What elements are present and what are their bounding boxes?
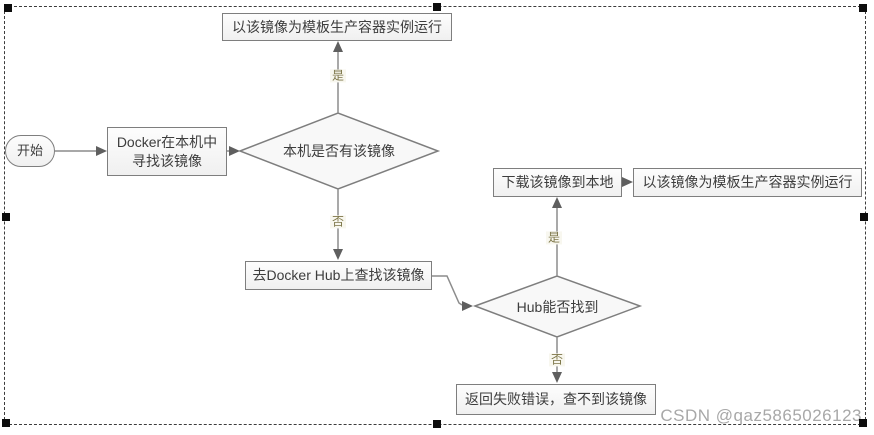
- connector-searchhub-to-hubdecision: [432, 275, 463, 306]
- edge-label-local-yes: 是: [329, 68, 347, 83]
- node-search-hub: 去Docker Hub上查找该镜像: [245, 261, 432, 290]
- arrowhead-local-yes: [333, 41, 343, 52]
- node-find-local: Docker在本机中寻找该镜像: [107, 127, 227, 176]
- node-run-instance-right: 以该镜像为模板生产容器实例运行: [633, 168, 862, 197]
- edge-label-hub-no: 否: [548, 352, 566, 367]
- node-run-instance-top: 以该镜像为模板生产容器实例运行: [222, 13, 452, 41]
- arrowhead-hub-no: [552, 372, 562, 383]
- edge-label-hub-yes: 是: [545, 230, 563, 245]
- edge-label-local-no: 否: [329, 214, 347, 229]
- node-start: 开始: [5, 135, 55, 167]
- arrowhead-hub-yes: [552, 197, 562, 208]
- selection-handle-top-middle[interactable]: [433, 3, 441, 11]
- selection-handle-bottom-left[interactable]: [2, 419, 10, 427]
- arrowhead-find-to-decision: [229, 146, 240, 156]
- arrowhead-searchhub-to-hubdecision: [462, 301, 473, 311]
- node-download-image: 下载该镜像到本地: [493, 168, 622, 197]
- csdn-watermark: CSDN @qaz5865026123: [660, 406, 862, 425]
- selection-handle-bottom-right[interactable]: [859, 419, 867, 427]
- selection-handle-top-right[interactable]: [859, 4, 867, 12]
- arrowhead-start-to-find: [96, 146, 107, 156]
- selection-handle-bottom-middle[interactable]: [433, 420, 441, 428]
- decision-local-diamond: [237, 112, 441, 190]
- selection-handle-top-left[interactable]: [4, 4, 12, 12]
- selection-handle-middle-left[interactable]: [2, 213, 10, 221]
- node-decision-local-label: 本机是否有该镜像: [283, 143, 395, 159]
- node-return-error: 返回失败错误，查不到该镜像: [456, 384, 656, 415]
- node-decision-hub-label: Hub能否找到: [516, 298, 599, 315]
- decision-hub-diamond: [472, 275, 643, 338]
- arrowhead-local-no: [333, 249, 343, 260]
- selection-handle-middle-right[interactable]: [860, 213, 868, 221]
- arrowhead-download-to-run: [622, 177, 633, 187]
